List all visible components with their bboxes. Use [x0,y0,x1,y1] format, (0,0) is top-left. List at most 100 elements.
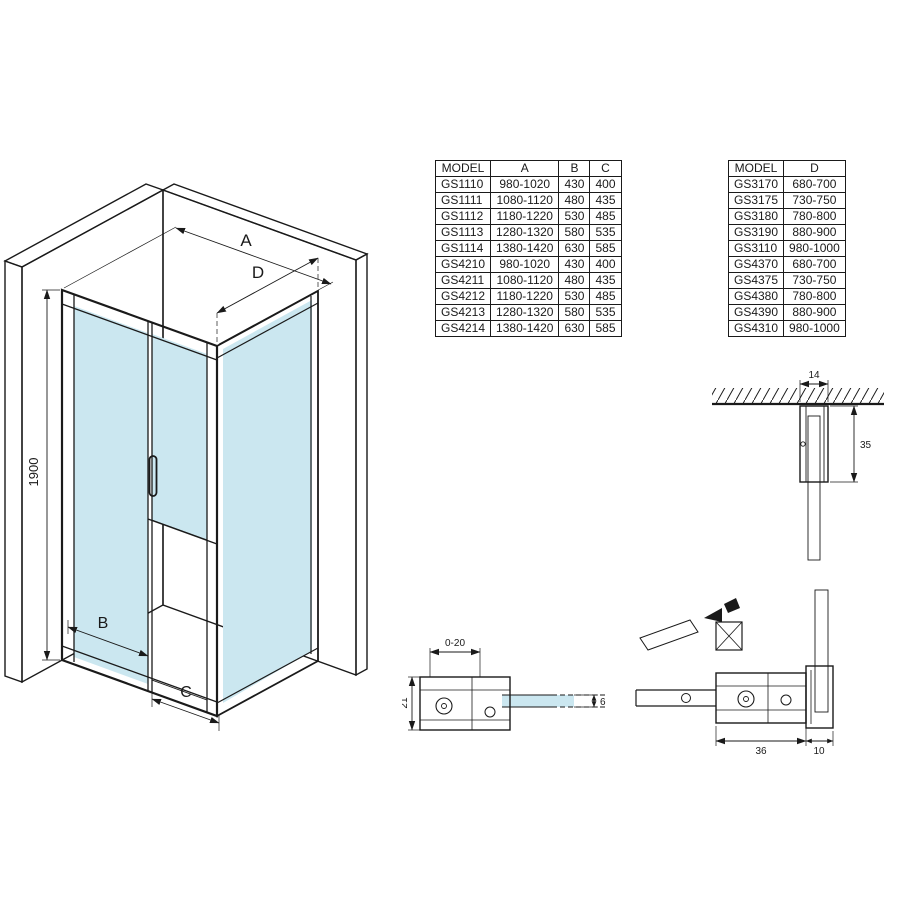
table-cell: 880-900 [783,224,846,241]
dimension-6: 6 [574,694,606,708]
table-cell: 580 [558,304,591,321]
table-cell: GS4380 [727,288,785,305]
roller-icon [435,697,453,715]
table-cell: 435 [589,272,622,289]
table-cell: GS1113 [434,224,492,241]
dimension-a-label: A [240,231,252,250]
table-cell: 585 [589,240,622,257]
dimension-d-label: D [252,263,264,282]
table-cell: GS4214 [434,320,492,337]
return-panel-bar [635,689,716,707]
table-cell: 1380-1420 [490,320,560,337]
dimension-6-label: 6 [600,697,606,708]
table-cell: 630 [558,320,591,337]
roller-icon [484,706,496,718]
table-cell: 480 [558,192,591,209]
table-cell: 980-1000 [783,240,846,257]
table-cell: 780-800 [783,208,846,225]
table-cell: 400 [589,256,622,273]
table-cell: 430 [558,176,591,193]
corner-wedge [704,608,722,622]
dimension-10: 10 [805,731,834,757]
table-cell: GS3190 [727,224,785,241]
column-header: D [783,160,846,177]
table-cell: 430 [558,256,591,273]
table-cell: GS1111 [434,192,492,209]
dimension-c-label: C [180,684,192,701]
dimension-b: B [67,615,149,663]
table-cell: 730-750 [783,192,846,209]
isometric-drawing: A D 1900 B C [3,183,369,731]
table-cell: 680-700 [783,176,846,193]
roller-icon [780,694,792,706]
table-cell: 435 [589,192,622,209]
table-cell: 630 [558,240,591,257]
side-panel [216,289,319,718]
table-cell: GS4212 [434,288,492,305]
table-cell: 485 [589,208,622,225]
table-cell: 730-750 [783,272,846,289]
dimension-height-label: 1900 [26,458,41,487]
table-cell: 535 [589,304,622,321]
table-cell: 1080-1120 [490,272,560,289]
dimension-21-label: 21 [402,697,410,709]
dimension-d: D [216,255,319,342]
table-cell: GS3180 [727,208,785,225]
dimension-c: C [151,684,220,731]
table-cell: 1280-1320 [490,304,560,321]
table-cell: 780-800 [783,288,846,305]
table-cell: 400 [589,176,622,193]
table-cell: 980-1020 [490,256,560,273]
table-cell: 1380-1420 [490,240,560,257]
table-cell: 880-900 [783,304,846,321]
door-glass-left [74,306,148,684]
dimension-36: 36 [715,726,807,757]
door-profile-section [419,676,511,731]
side-panel-glass [223,300,312,703]
detail-corner-section: 36 10 [635,589,834,757]
wall-profile-section [799,405,829,483]
glass-pane [502,695,574,707]
table-cell: GS3170 [727,176,785,193]
table-cell: GS4370 [727,256,785,273]
table-cell: 980-1000 [783,320,846,337]
ceiling-hatch [712,388,884,404]
door-handle [148,455,158,497]
table-cell: 485 [589,288,622,305]
side-profile-section [715,672,807,724]
table-cell: 580 [558,224,591,241]
table-cell: 585 [589,320,622,337]
column-header: MODEL [727,160,785,177]
dimension-35: 35 [830,405,872,483]
dimension-14-label: 14 [808,370,820,381]
table-cell: 1180-1220 [490,288,560,305]
dimension-36-label: 36 [755,746,767,757]
table-cell: 530 [558,288,591,305]
door-glass-right [152,334,207,540]
dimension-21: 21 [402,676,420,731]
column-header: MODEL [434,160,492,177]
dimension-0-20: 0-20 [429,638,481,677]
table-cell: GS4310 [727,320,785,337]
column-header: A [490,160,560,177]
table-cell: 1180-1220 [490,208,560,225]
table-cell: GS1110 [434,176,492,193]
table-cell: GS1114 [434,240,492,257]
corner-connector [715,621,743,651]
table-cell: 680-700 [783,256,846,273]
